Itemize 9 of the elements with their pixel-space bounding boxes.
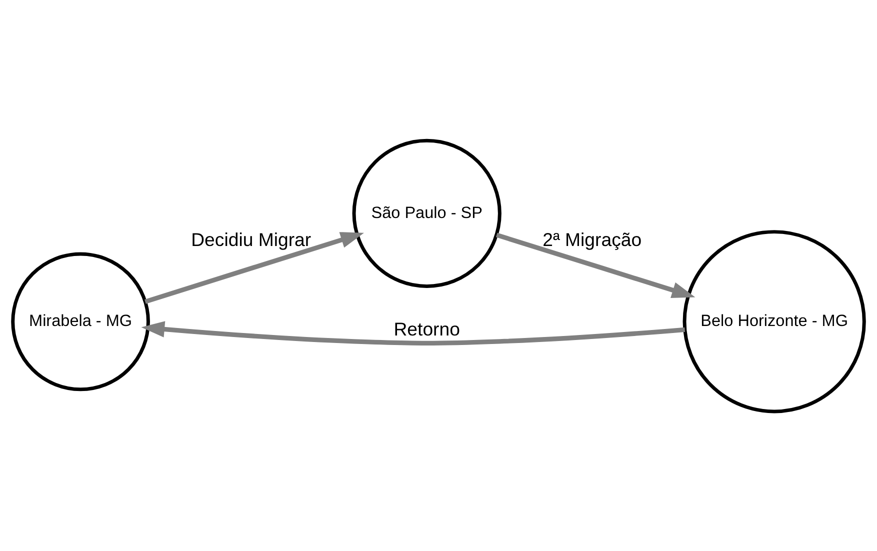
edge-label: Retorno (394, 318, 460, 339)
edge-label: Decidiu Migrar (191, 228, 312, 250)
node-circle: Mirabela - MG (11, 252, 150, 391)
arrow (141, 320, 686, 345)
node-circle: São Paulo - SP (352, 138, 502, 288)
node-circle: Belo Horizonte - MG (682, 230, 866, 413)
edge-label: 2ª Migração (542, 228, 642, 250)
arrow (144, 232, 364, 304)
arrow (496, 232, 696, 298)
